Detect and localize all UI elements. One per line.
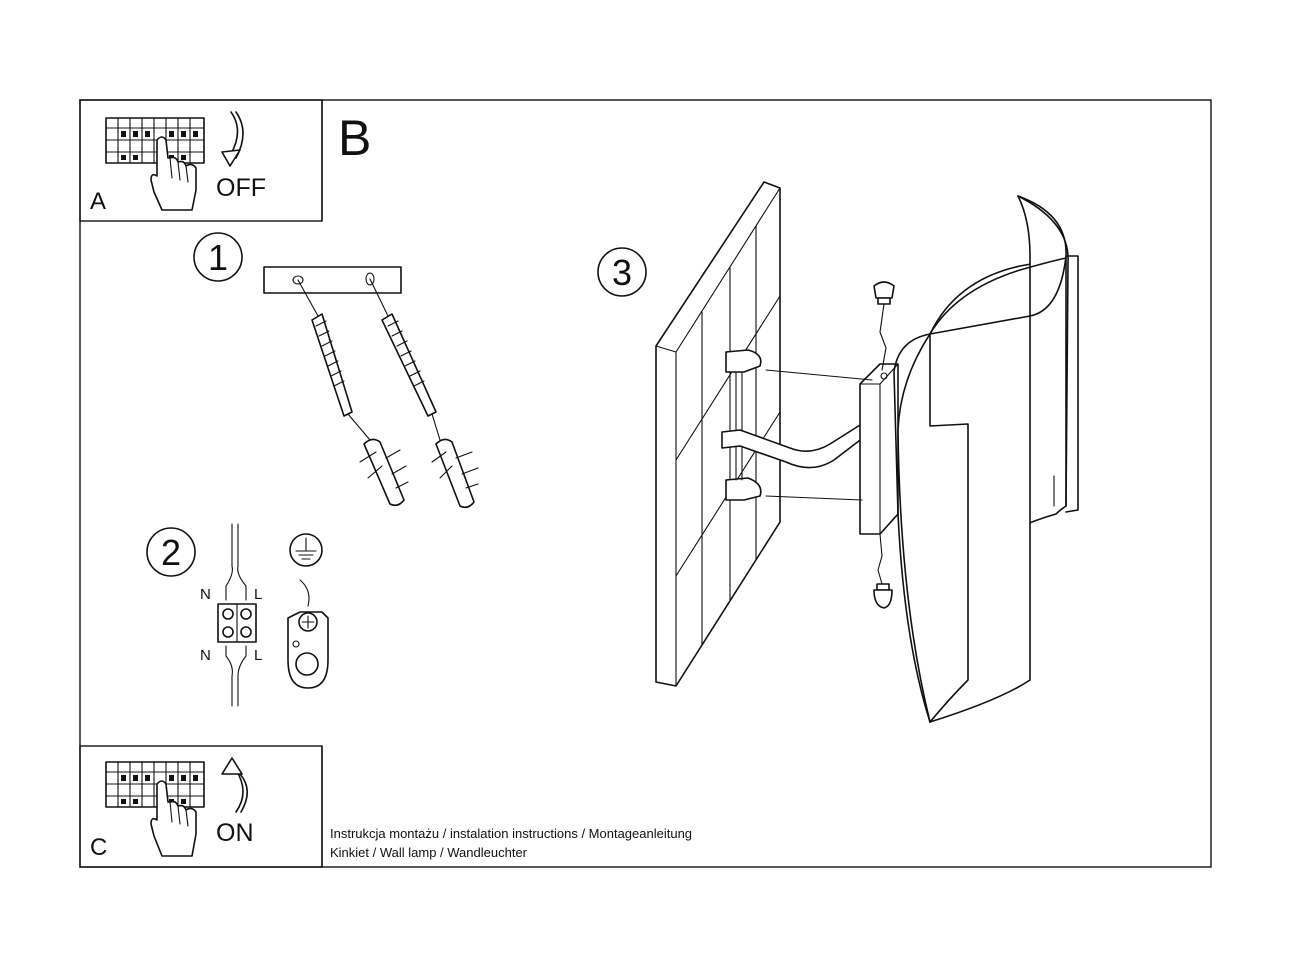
wall-bracket [721, 349, 869, 501]
step-1-number: 1 [208, 237, 228, 278]
wall-plug-icon [347, 413, 479, 509]
step-2-number: 2 [161, 532, 181, 573]
ground-symbol-icon [289, 533, 323, 567]
step-1-badge [193, 232, 243, 282]
ground-terminal-icon [287, 611, 329, 689]
step-1: 1 [193, 232, 479, 509]
wall-section [655, 181, 781, 687]
hand-icon [150, 780, 197, 857]
panel-a-letter: A [90, 188, 106, 215]
hand-icon [150, 136, 197, 211]
step-3-badge [597, 247, 647, 297]
screw-icon [873, 533, 893, 609]
panel-a-action: OFF [216, 174, 266, 202]
footer-line-1: Instrukcja montażu / instalation instruc… [330, 826, 692, 841]
circuit-breaker-icon [105, 117, 205, 164]
wire-label-n-bottom: N [200, 647, 211, 664]
footer-line-2: Kinkiet / Wall lamp / Wandleuchter [330, 845, 528, 860]
wire-label-n-top: N [200, 586, 211, 603]
arrow-down-icon [221, 111, 244, 167]
step-2: 2 N L N L [146, 523, 329, 707]
panel-a: OFF A [79, 99, 323, 222]
circuit-breaker-icon [105, 761, 205, 808]
step-3-number: 3 [612, 252, 632, 293]
panel-c-letter: C [90, 834, 107, 861]
lamp-base [859, 363, 899, 535]
wire-label-l-bottom: L [254, 647, 262, 664]
outer-frame [79, 99, 1212, 868]
step-2-badge [146, 527, 196, 577]
wire-label-l-top: L [254, 586, 262, 603]
panel-c-action: ON [216, 819, 254, 847]
panel-b-letter: B [338, 110, 371, 166]
arrow-up-icon [221, 757, 249, 813]
panel-c: ON C [79, 745, 323, 868]
terminal-block-icon [217, 523, 257, 707]
screw-icon [297, 278, 437, 417]
step-3: 3 [597, 181, 1079, 723]
lamp-shade [893, 195, 1079, 723]
screw-icon [873, 281, 895, 371]
mounting-plate [263, 266, 402, 294]
